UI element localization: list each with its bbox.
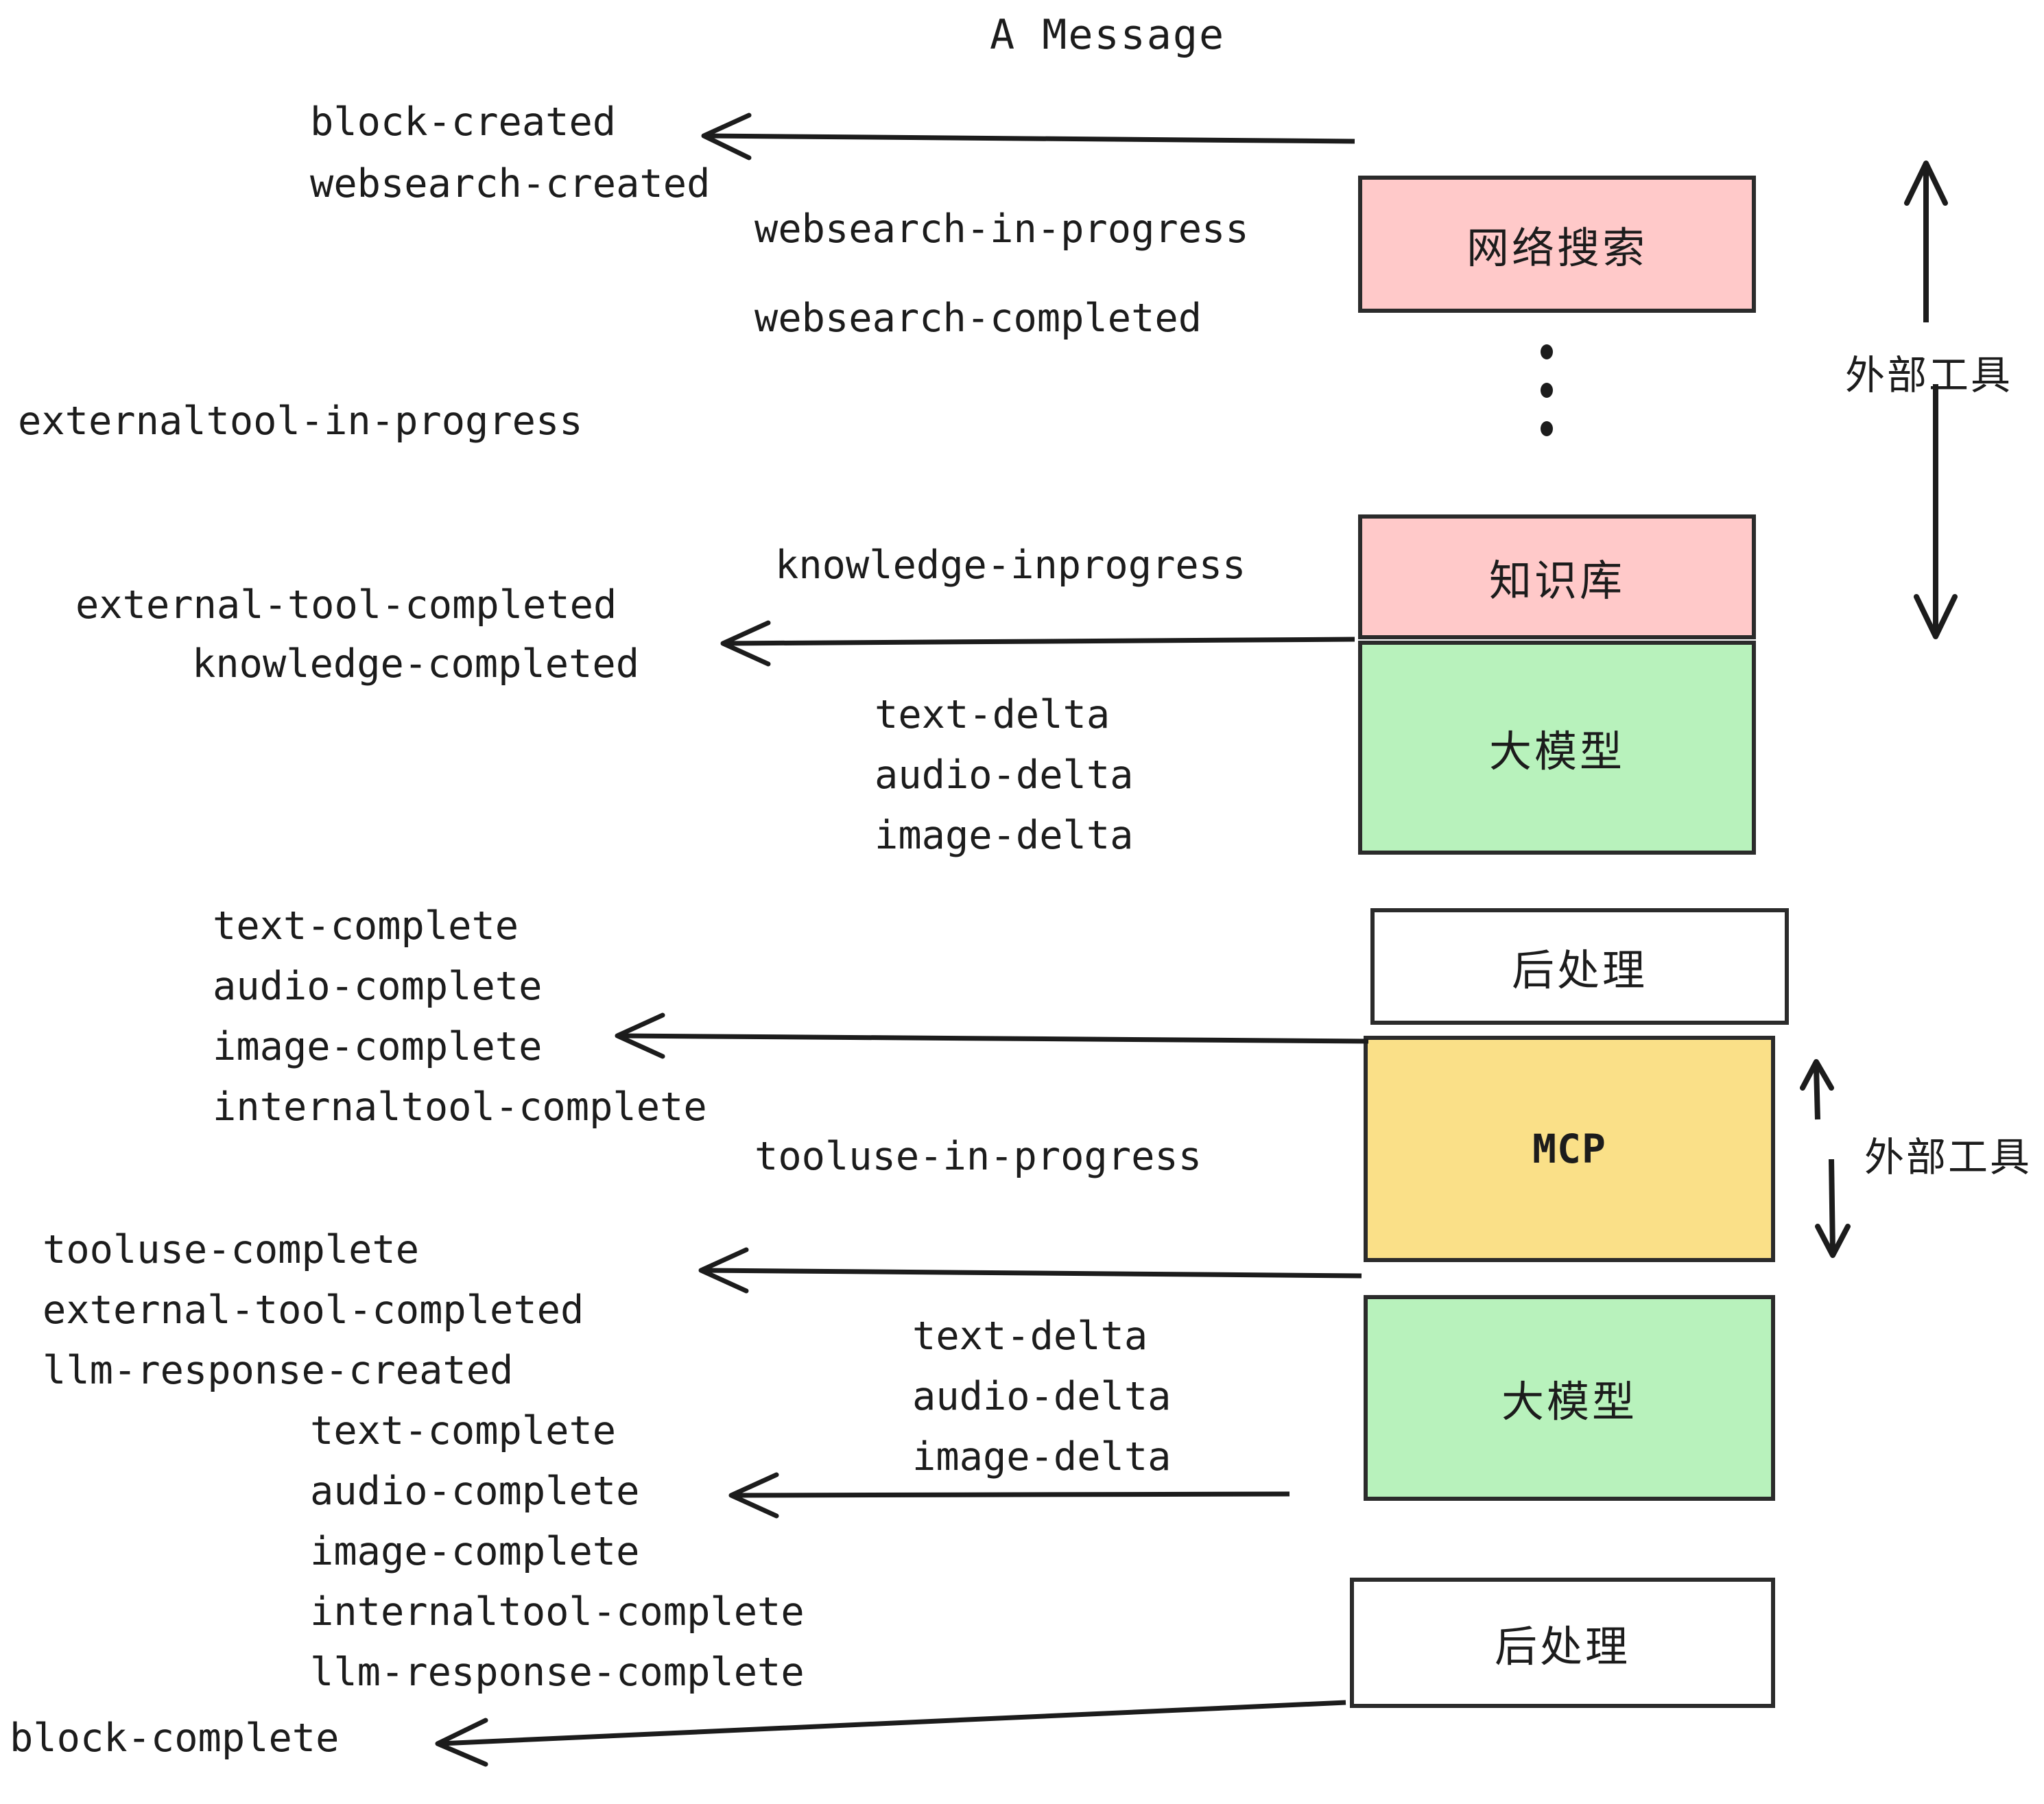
event-label-image-delta-2: image-delta bbox=[912, 1434, 1172, 1480]
process-box-label: 后处理 bbox=[1511, 945, 1648, 995]
event-label-knowledge-inprogress: knowledge-inprogress bbox=[775, 543, 1246, 588]
process-box-label: 大模型 bbox=[1501, 1377, 1637, 1427]
event-label-llm-response-created: llm-response-created bbox=[43, 1348, 514, 1393]
page-title: A Message bbox=[990, 11, 1226, 59]
process-box-label: 大模型 bbox=[1488, 726, 1625, 776]
event-label-audio-complete-1: audio-complete bbox=[213, 964, 543, 1009]
vertical-ellipsis-icon bbox=[1541, 344, 1553, 460]
process-box-label: 后处理 bbox=[1494, 1622, 1630, 1672]
event-label-block-complete: block-complete bbox=[10, 1716, 340, 1761]
process-box-label: MCP bbox=[1532, 1126, 1606, 1172]
event-label-internaltool-complete-2: internaltool-complete bbox=[310, 1589, 805, 1635]
process-box-mcp[interactable]: MCP bbox=[1364, 1036, 1775, 1262]
event-label-websearch-in-progress: websearch-in-progress bbox=[754, 206, 1249, 252]
event-label-audio-delta-1: audio-delta bbox=[875, 752, 1134, 798]
arrow-llm2-to-audiocomplete bbox=[728, 1472, 1290, 1519]
arrow-postprocess1-to-imagecomplete bbox=[615, 1012, 1369, 1059]
event-label-tooluse-in-progress: tooluse-in-progress bbox=[754, 1134, 1202, 1179]
process-box-postprocess-2[interactable]: 后处理 bbox=[1350, 1578, 1775, 1708]
event-label-knowledge-completed: knowledge-completed bbox=[192, 641, 640, 687]
process-box-websearch[interactable]: 网络搜索 bbox=[1358, 176, 1756, 313]
event-label-external-tool-completed: external-tool-completed bbox=[75, 582, 617, 628]
event-label-websearch-completed: websearch-completed bbox=[754, 296, 1202, 341]
event-label-block-created: block-created bbox=[310, 99, 617, 145]
arrow-mcp-to-toolusecomplete bbox=[698, 1247, 1362, 1294]
side-label-external-tools-bottom: 外部工具 bbox=[1864, 1134, 2032, 1180]
arrow-postprocess2-to-blockcomplete bbox=[435, 1700, 1346, 1767]
event-label-llm-response-complete: llm-response-complete bbox=[310, 1650, 805, 1695]
process-box-label: 知识库 bbox=[1488, 556, 1625, 606]
event-label-text-delta-2: text-delta bbox=[912, 1314, 1148, 1359]
arrow-external-tools-bottom bbox=[1800, 1059, 1851, 1258]
process-box-postprocess-1[interactable]: 后处理 bbox=[1370, 908, 1789, 1025]
arrow-knowledge-to-knowledgecompleted bbox=[720, 620, 1355, 667]
event-label-image-complete-2: image-complete bbox=[310, 1529, 640, 1574]
event-label-text-complete-1: text-complete bbox=[213, 903, 519, 949]
event-label-text-delta-1: text-delta bbox=[875, 692, 1110, 737]
process-box-llm-2[interactable]: 大模型 bbox=[1364, 1295, 1775, 1501]
arrow-websearch-to-blockcreated bbox=[701, 112, 1355, 161]
event-label-image-delta-1: image-delta bbox=[875, 813, 1134, 858]
side-label-external-tools-top: 外部工具 bbox=[1845, 352, 2013, 399]
process-box-knowledge[interactable]: 知识库 bbox=[1358, 514, 1756, 639]
event-label-tooluse-complete: tooluse-complete bbox=[43, 1227, 420, 1272]
process-box-label: 网络搜索 bbox=[1466, 223, 1648, 273]
event-label-text-complete-2: text-complete bbox=[310, 1408, 617, 1453]
event-label-externaltool-in-progress: externaltool-in-progress bbox=[18, 399, 583, 444]
event-label-image-complete-1: image-complete bbox=[213, 1024, 543, 1069]
event-label-audio-complete-2: audio-complete bbox=[310, 1469, 640, 1514]
event-label-external-tool-completed-2: external-tool-completed bbox=[43, 1287, 584, 1333]
event-label-audio-delta-2: audio-delta bbox=[912, 1374, 1172, 1419]
process-box-llm-1[interactable]: 大模型 bbox=[1358, 641, 1756, 855]
event-label-internaltool-complete-1: internaltool-complete bbox=[213, 1084, 707, 1130]
event-label-websearch-created: websearch-created bbox=[310, 161, 711, 206]
